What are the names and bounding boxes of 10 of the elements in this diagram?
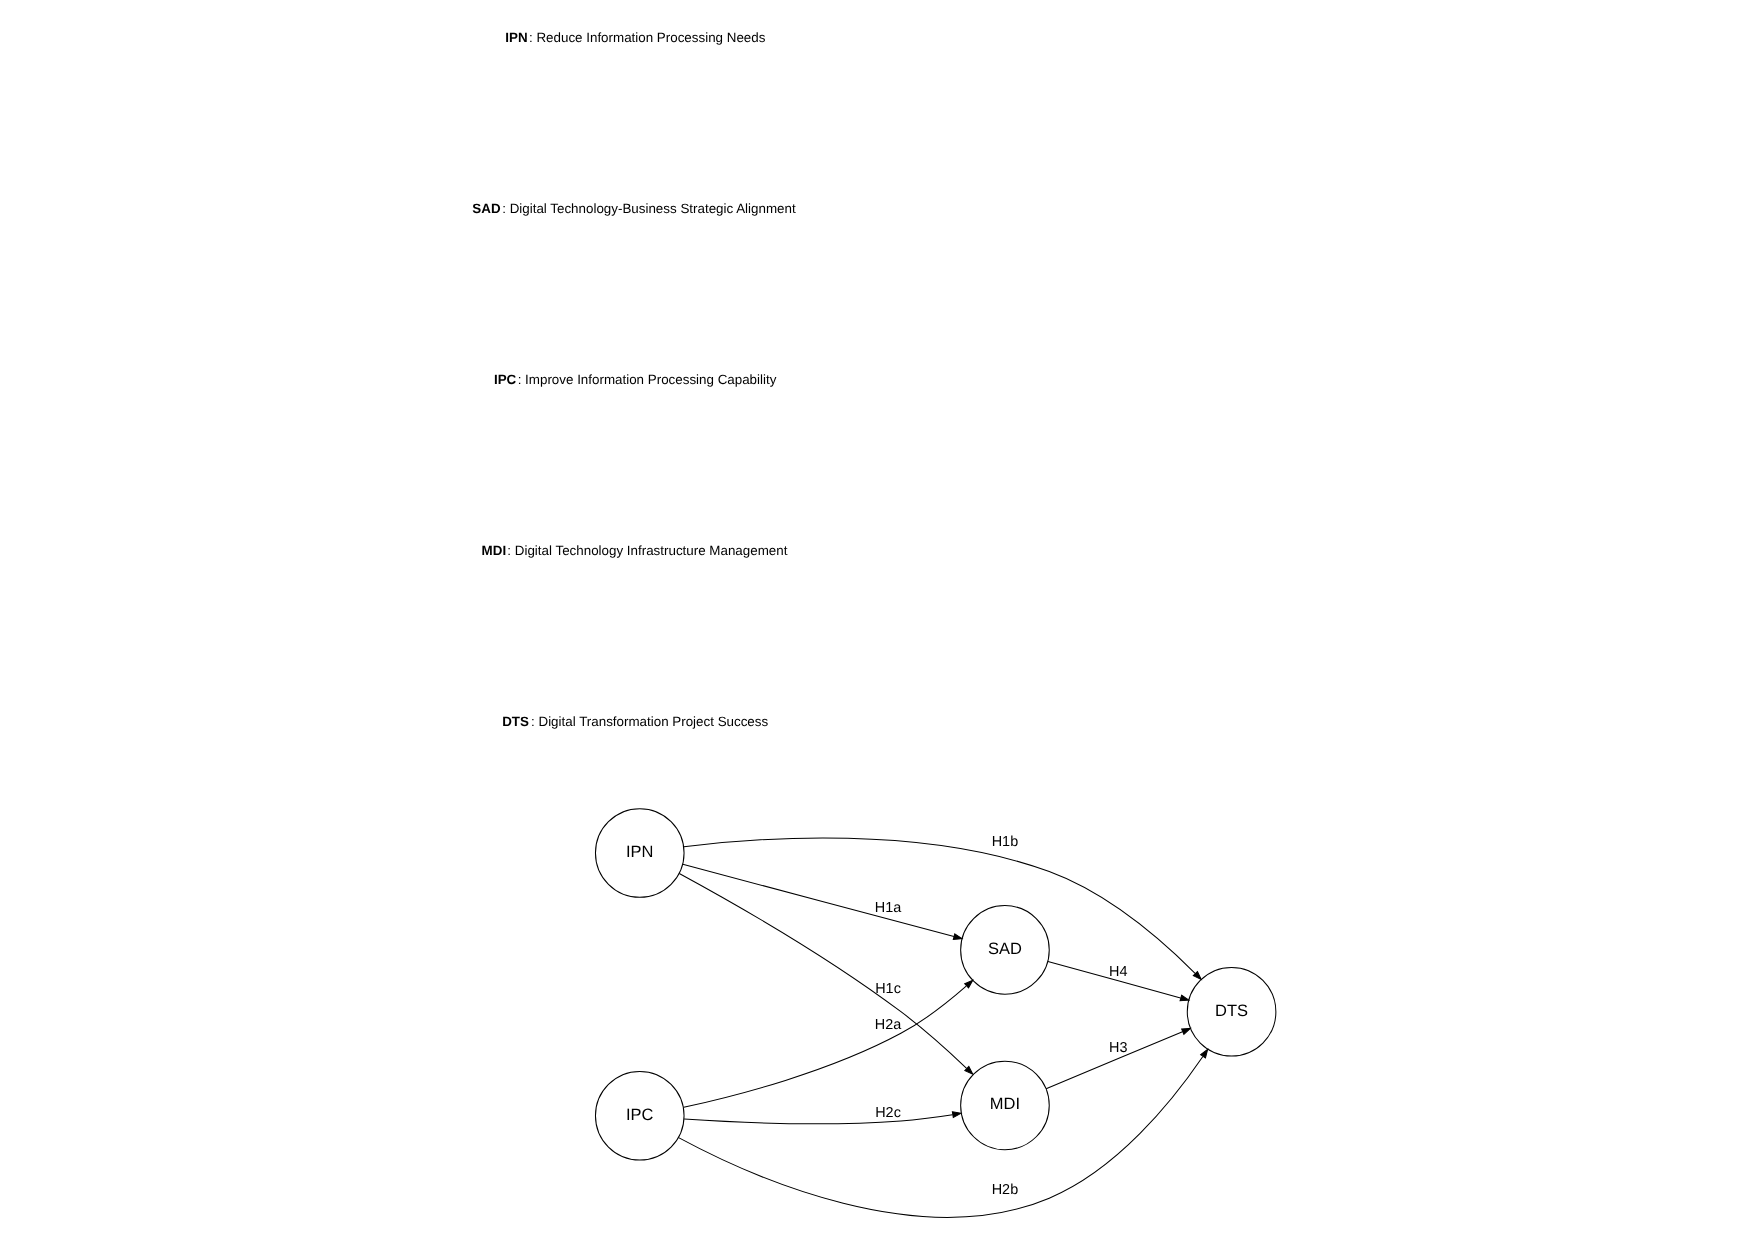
arrow — [1045, 1027, 1192, 1090]
arrow — [1047, 960, 1191, 1002]
arrow — [683, 979, 974, 1108]
arrow — [678, 1048, 1209, 1218]
node-circle: IPN — [594, 808, 685, 898]
arrow — [683, 837, 1203, 981]
arrow — [683, 1111, 963, 1125]
arrow — [682, 863, 964, 940]
arrow — [678, 872, 974, 1076]
node-circle: IPC — [594, 1070, 685, 1161]
